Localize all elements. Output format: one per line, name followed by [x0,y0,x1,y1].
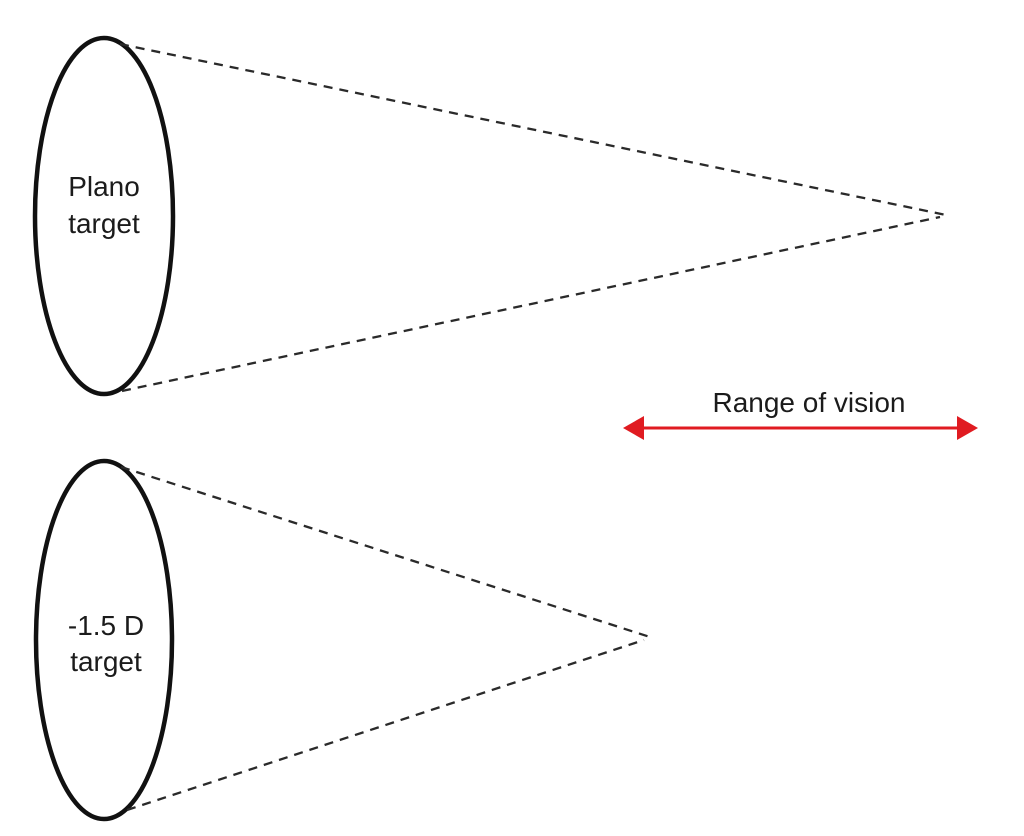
range-of-vision-label: Range of vision [712,387,905,418]
minus-1-5d-cone-lower-dashed-line [126,638,645,812]
plano-cone-lower-dashed-line [121,215,941,393]
minus-1-5d-target-ellipse [33,458,175,822]
plano-target-label-line1: Plano [68,171,140,202]
plano-cone-upper-dashed-line [119,42,947,217]
range-arrow-right-head-icon [957,416,978,440]
range-of-vision-double-arrow [623,416,978,440]
plano-target-label-line2: target [68,208,140,239]
minus-1-5d-target-label-line2: target [70,646,142,677]
plano-target-ellipse [32,35,176,397]
minus-1-5d-cone-upper-dashed-line [120,465,651,639]
range-arrow-left-head-icon [623,416,644,440]
minus-1-5d-target-label-line1: -1.5 D [68,610,144,641]
